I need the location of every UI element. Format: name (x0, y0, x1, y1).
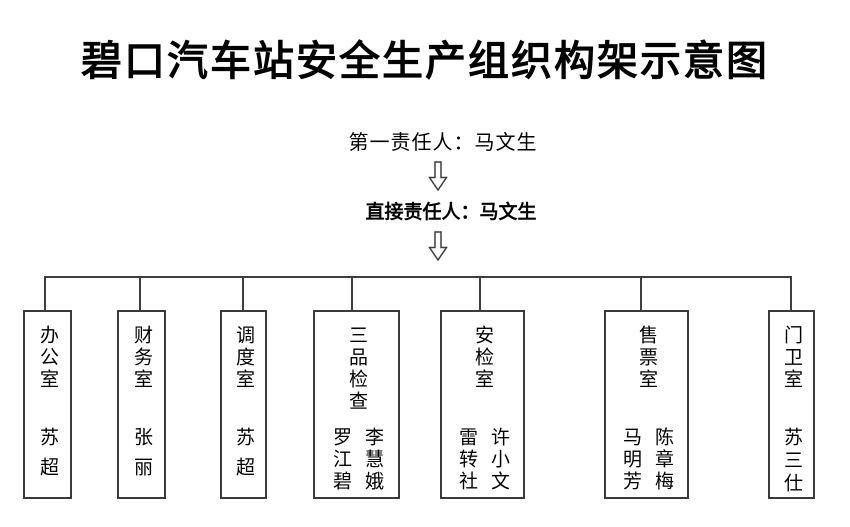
staff-names: 苏超 (233, 427, 254, 487)
dept-box-office: 办公室 苏超 (23, 310, 72, 499)
dept-box-finance: 财务室 张丽 (117, 310, 166, 499)
connector-drop-4 (351, 277, 353, 310)
staff-name: 许小文 (488, 427, 509, 493)
staff-name: 马明芳 (620, 427, 641, 493)
dept-name: 三品检查 (346, 325, 367, 413)
down-arrow-icon (428, 231, 448, 261)
dept-name: 调度室 (233, 325, 254, 391)
connector-drop-5 (479, 277, 481, 310)
staff-name: 李慧娥 (362, 427, 383, 493)
connector-drop-2 (139, 277, 141, 310)
dept-name: 安检室 (472, 325, 493, 391)
staff-name: 雷转社 (456, 427, 477, 493)
connector-drop-6 (640, 277, 642, 310)
dept-box-security-check: 安检室 许小文 雷转社 (440, 310, 525, 499)
dept-box-dispatch: 调度室 苏超 (220, 310, 267, 499)
staff-names: 张丽 (131, 427, 152, 487)
connector-drop-3 (242, 277, 244, 310)
staff-names: 苏三仕 (781, 427, 802, 496)
dept-box-three-item-inspection: 三品检查 李慧娥 罗江碧 (313, 310, 400, 499)
staff-name: 苏三仕 (781, 427, 802, 496)
dept-name: 财务室 (131, 325, 152, 391)
staff-name: 罗江碧 (330, 427, 351, 493)
connector-drop-1 (44, 277, 46, 310)
staff-names: 李慧娥 罗江碧 (330, 427, 383, 493)
staff-name: 苏超 (37, 427, 58, 487)
dept-name: 办公室 (37, 325, 58, 391)
page-title: 碧口汽车站安全生产组织构架示意图 (81, 37, 769, 85)
dept-name: 门卫室 (781, 325, 802, 391)
connector-horizontal-line (44, 276, 792, 278)
staff-names: 许小文 雷转社 (456, 427, 509, 493)
dept-box-ticket-office: 售票室 陈章梅 马明芳 (604, 310, 689, 499)
staff-names: 陈章梅 马明芳 (620, 427, 673, 493)
direct-responsible-label: 直接责任人：马文生 (365, 201, 537, 223)
staff-name: 苏超 (233, 427, 254, 487)
dept-box-gate-guard: 门卫室 苏三仕 (768, 310, 815, 499)
first-responsible-label: 第一责任人：马文生 (348, 132, 538, 154)
staff-name: 陈章梅 (652, 427, 673, 493)
dept-name: 售票室 (636, 325, 657, 391)
down-arrow-icon (428, 161, 448, 191)
staff-names: 苏超 (37, 427, 58, 487)
connector-drop-7 (790, 277, 792, 310)
staff-name: 张丽 (131, 427, 152, 487)
